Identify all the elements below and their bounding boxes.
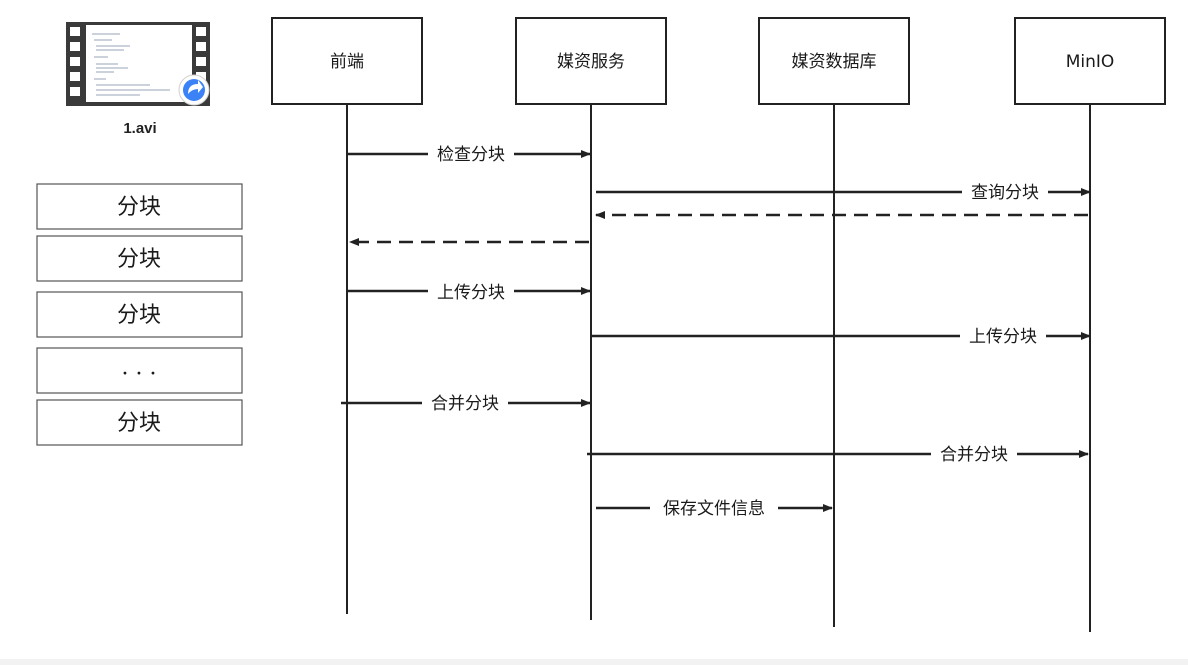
participant-label: MinIO [1066, 52, 1115, 72]
message-label: 上传分块 [437, 283, 505, 303]
chunk-ellipsis: · · · [122, 362, 157, 387]
message-merge-to-minio: 合并分块 [587, 442, 1089, 466]
chunk-label: 分块 [117, 303, 161, 328]
participant-box [515, 17, 667, 105]
participant-label: 媒资服务 [557, 52, 625, 72]
message-label: 合并分块 [431, 394, 499, 414]
message-label: 合并分块 [940, 445, 1008, 465]
participant-media-service: 媒资服务 [515, 17, 667, 620]
label-mask [428, 142, 514, 166]
chunk-item: 分块 [36, 291, 243, 338]
chunk-label: 分块 [117, 195, 161, 220]
message-query-chunks: 查询分块 [596, 180, 1091, 204]
participant-label: 媒资数据库 [792, 52, 877, 72]
label-mask [931, 442, 1017, 466]
bottom-edge [0, 659, 1188, 665]
label-mask [428, 280, 514, 304]
chunk-box [36, 291, 243, 338]
film-holes-left [70, 27, 80, 96]
label-mask [650, 496, 778, 520]
chunk-item: · · · [36, 347, 243, 394]
chunk-list: 分块 分块 分块 · · · 分块 [36, 183, 243, 446]
message-label: 查询分块 [971, 183, 1039, 203]
message-check-chunks: 检查分块 [348, 142, 591, 166]
message-upload-to-minio: 上传分块 [592, 324, 1091, 348]
message-save-file-info: 保存文件信息 [596, 496, 833, 520]
chunk-item: 分块 [36, 235, 243, 282]
label-mask [962, 180, 1048, 204]
message-label: 检查分块 [437, 145, 505, 165]
message-upload-chunks: 上传分块 [348, 280, 591, 304]
chunk-label: 分块 [117, 247, 161, 272]
chunk-box [36, 183, 243, 230]
participant-box [271, 17, 423, 105]
label-mask [422, 391, 508, 415]
chunk-item: 分块 [36, 399, 243, 446]
video-file-icon[interactable] [66, 22, 210, 106]
chunk-box [36, 399, 243, 446]
participant-box [758, 17, 910, 105]
thumbnail-text-lines [92, 33, 170, 96]
chunk-label: 分块 [117, 411, 161, 436]
chunk-box [36, 235, 243, 282]
participant-frontend: 前端 [271, 17, 423, 614]
message-label: 上传分块 [969, 327, 1037, 347]
file-name[interactable]: 1.avi [123, 120, 156, 137]
shortcut-arrow-icon [178, 74, 210, 106]
participant-media-db: 媒资数据库 [758, 17, 910, 627]
chunk-item: 分块 [36, 183, 243, 230]
label-mask [960, 324, 1046, 348]
chunk-box [36, 347, 243, 394]
participant-label: 前端 [330, 52, 364, 72]
participant-box [1014, 17, 1166, 105]
message-label: 保存文件信息 [663, 499, 765, 519]
message-merge-chunks: 合并分块 [341, 391, 591, 415]
